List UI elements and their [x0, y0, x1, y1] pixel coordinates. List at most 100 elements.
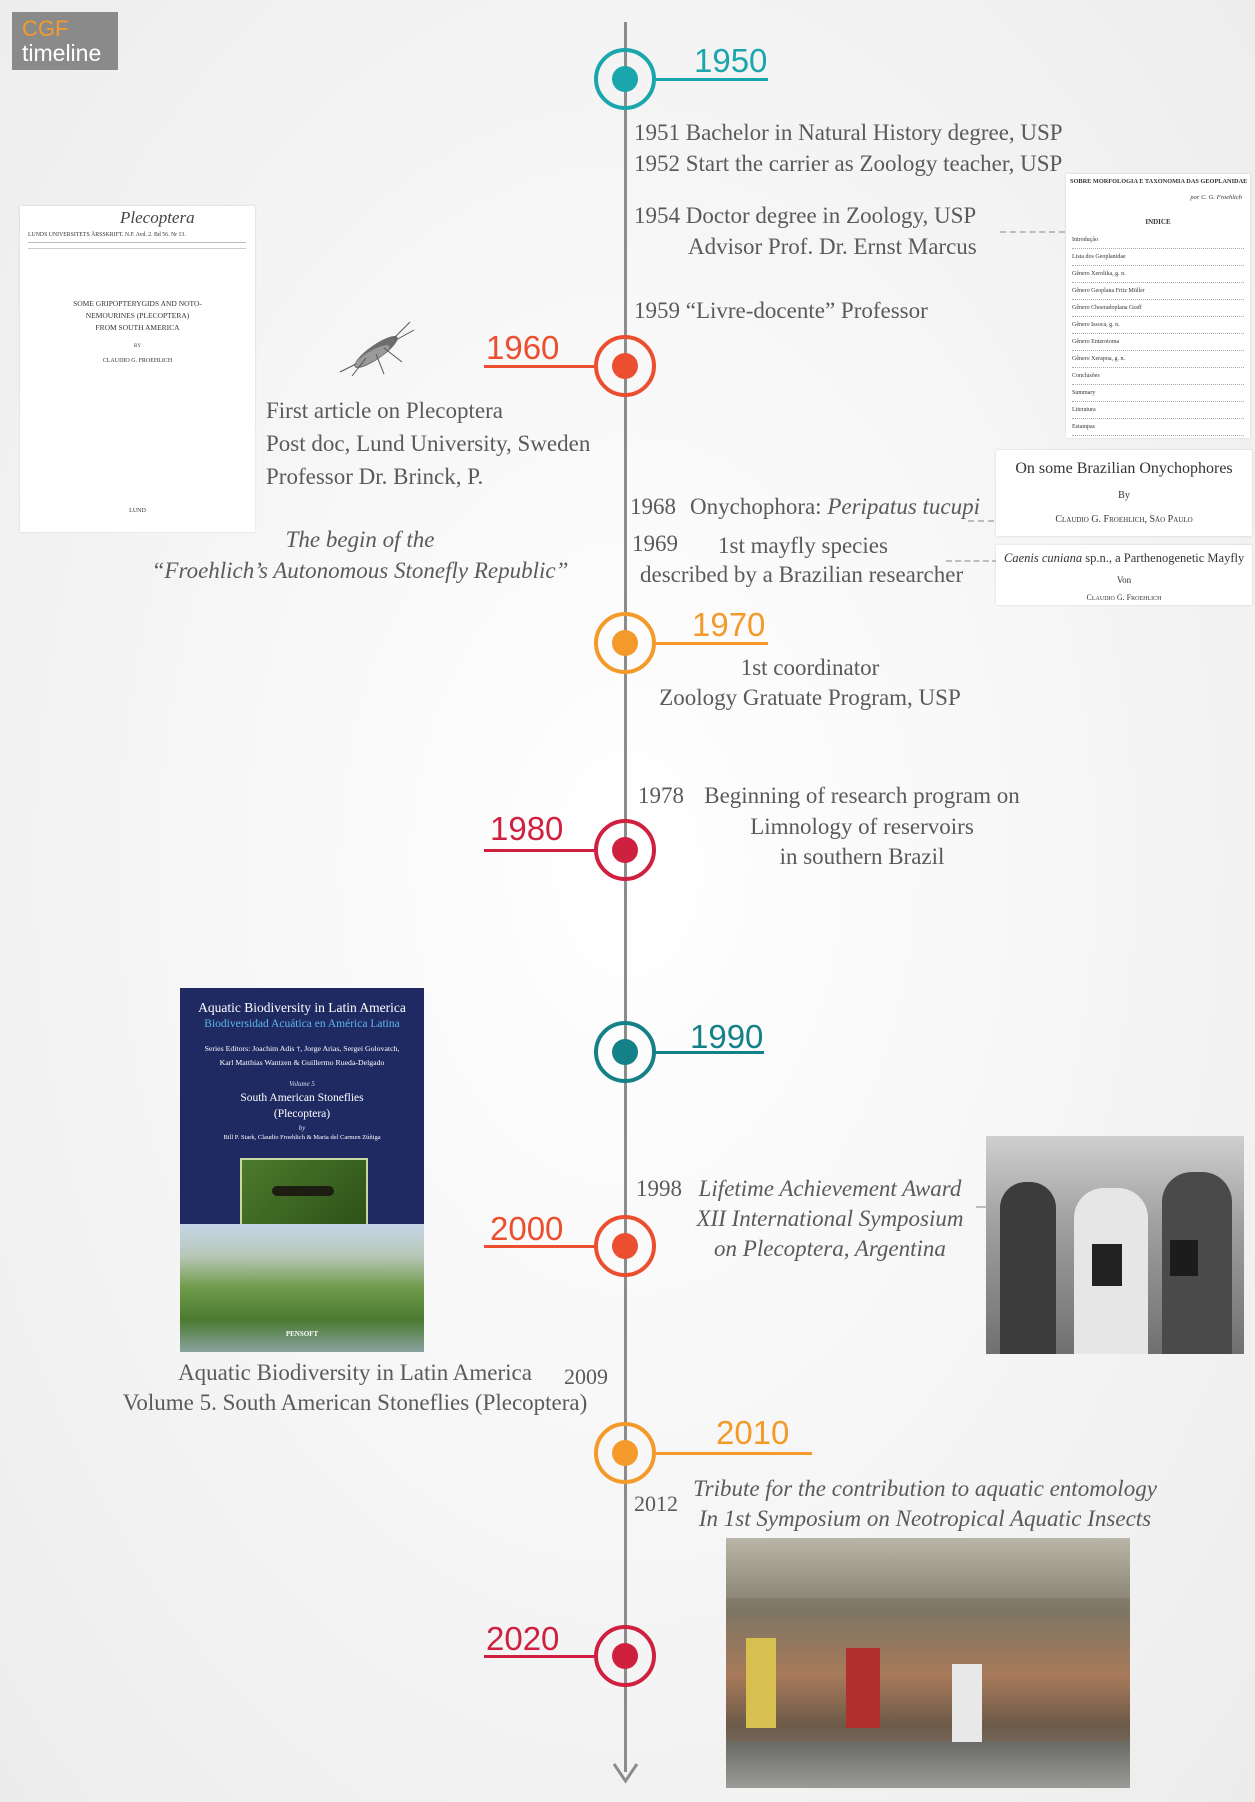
- decade-dot-1990: [612, 1039, 638, 1065]
- doc-lund-footer: LUND: [129, 508, 146, 514]
- republic-line-1: The begin of the: [285, 527, 435, 552]
- decade-dot-2010: [612, 1440, 638, 1466]
- event-1959: 1959 “Livre-docente” Professor: [634, 298, 928, 323]
- event-plecoptera-3: Professor Dr. Brinck, P.: [266, 464, 484, 489]
- cgf-timeline-logo: CGF timeline: [12, 12, 118, 70]
- decade-line-1950: [656, 78, 768, 81]
- decade-dot-2000: [612, 1233, 638, 1259]
- event-1978-line1: Beginning of research program on: [704, 783, 1020, 808]
- toc-line: Gênero Issoca, g. n.: [1072, 317, 1244, 334]
- decade-dot-1960: [612, 353, 638, 379]
- photo-steps: [726, 1742, 1130, 1788]
- book-caption-2: Volume 5. South American Stoneflies (Ple…: [122, 1390, 588, 1415]
- logo-line1: CGF: [22, 16, 69, 41]
- decade-label-1960: 1960: [486, 329, 560, 366]
- toc-line: Conclusões: [1072, 368, 1244, 385]
- doc-lund-by: BY: [134, 344, 141, 349]
- book-river-photo: [180, 1224, 424, 1352]
- event-1968-year: 1968: [630, 494, 676, 519]
- event-1952: 1952 Start the carrier as Zoology teache…: [634, 151, 1063, 176]
- decade-line-2000: [484, 1245, 594, 1248]
- decade-marker-1980: [594, 819, 656, 881]
- event-1998-line3: on Plecoptera, Argentina: [714, 1236, 946, 1261]
- event-1954: 1954 Doctor degree in Zoology, USP: [634, 203, 977, 228]
- decade-label-1950: 1950: [694, 42, 768, 79]
- book-title-es: Biodiversidad Acuática en América Latina: [204, 1018, 400, 1030]
- award-plaque-icon: [1170, 1240, 1198, 1276]
- doc-lund-article: Plecoptera LUNDS UNIVERSITETS ÅRSSKRIFT.…: [20, 206, 255, 532]
- doc-lund-title-3: FROM SOUTH AMERICA: [95, 323, 180, 332]
- toc-line: Estampas: [1072, 419, 1244, 436]
- doc-mayfly-von: Von: [1116, 575, 1132, 585]
- event-1998-line2: XII International Symposium: [696, 1206, 964, 1231]
- decade-label-2000: 2000: [490, 1210, 564, 1247]
- event-2009-year: 2009: [564, 1364, 608, 1389]
- decade-label-1970: 1970: [692, 606, 766, 643]
- event-2012-line2: In 1st Symposium on Neotropical Aquatic …: [698, 1506, 1152, 1531]
- decade-marker-2010: [594, 1422, 656, 1484]
- decade-dot-1970: [612, 630, 638, 656]
- book-caption-1: Aquatic Biodiversity in Latin America: [178, 1360, 532, 1385]
- timeline-arrow-icon: [612, 1763, 639, 1784]
- republic-line-2: “Froehlich’s Autonomous Stonefly Republi…: [151, 558, 569, 583]
- event-1998-line1: Lifetime Achievement Award: [698, 1176, 962, 1201]
- doc-geoplanidae-author: por C. G. Froehlich: [1190, 194, 1242, 201]
- decade-line-2010: [656, 1452, 812, 1455]
- decade-line-1960: [484, 365, 594, 368]
- book-insect-photo: [240, 1158, 368, 1226]
- doc-onycho-title: On some Brazilian Onychophores: [1015, 460, 1233, 477]
- decade-marker-1950: [594, 48, 656, 110]
- doc-onycho-author: Claudio G. Froehlich, São Paulo: [1055, 514, 1193, 525]
- event-1998-year: 1998: [636, 1176, 682, 1201]
- doc-rule: [28, 242, 246, 243]
- decade-marker-2020: [594, 1625, 656, 1687]
- event-1978-line3: in southern Brazil: [779, 844, 945, 869]
- event-1968-species: Peripatus tucupi: [827, 494, 981, 519]
- decade-label-1980: 1980: [490, 810, 564, 847]
- timeline-axis: [624, 22, 627, 1772]
- decade-dot-1950: [612, 66, 638, 92]
- person-silhouette: [1000, 1182, 1056, 1354]
- person-yellow-shirt: [746, 1638, 776, 1728]
- doc-rule: [28, 248, 246, 249]
- event-coordinator-1: 1st coordinator: [740, 655, 880, 680]
- event-plecoptera-1: First article on Plecoptera: [266, 398, 503, 423]
- connector-1968: [968, 520, 1004, 522]
- decade-dot-2020: [612, 1643, 638, 1669]
- event-plecoptera-2: Post doc, Lund University, Sweden: [266, 431, 591, 456]
- connector-1954: [1000, 231, 1065, 233]
- event-2012-line1: Tribute for the contribution to aquatic …: [693, 1476, 1157, 1501]
- event-1969-line1: 1st mayfly species: [718, 533, 888, 558]
- logo-line2: timeline: [22, 40, 102, 66]
- person-red-shirt: [846, 1648, 880, 1728]
- book-editors-2: Karl Matthias Wantzen & Guillermo Rueda-…: [219, 1058, 385, 1067]
- book-editors-1: Series Editors: Joachim Adis †, Jorge Ar…: [204, 1044, 400, 1053]
- event-1954-advisor: Advisor Prof. Dr. Ernst Marcus: [688, 234, 977, 259]
- toc-line: Lista dos Geoplanidae: [1072, 249, 1244, 266]
- stonefly-icon: [339, 321, 415, 377]
- book-cover: Aquatic Biodiversity in Latin America Bi…: [180, 988, 424, 1352]
- connector-1969: [946, 560, 998, 562]
- event-coordinator-2: Zoology Gratuate Program, USP: [659, 685, 961, 710]
- book-title-en: Aquatic Biodiversity in Latin America: [198, 1000, 406, 1015]
- award-plaque-icon: [1092, 1244, 1122, 1286]
- decade-line-1980: [484, 849, 594, 852]
- decade-marker-1990: [594, 1021, 656, 1083]
- doc-handwriting: Plecoptera: [120, 208, 195, 227]
- doc-geoplanidae: SOBRE MORFOLOGIA E TAXONOMIA DAS GEOPLAN…: [1066, 174, 1250, 438]
- book-authors: Bill P. Stark, Claudio Froehlich & Maria…: [223, 1134, 381, 1141]
- decade-line-1970: [656, 642, 768, 645]
- book-subject-2: (Plecoptera): [273, 1108, 331, 1120]
- doc-mayfly-rest: sp.n., a Parthenogenetic Mayfly: [1082, 551, 1245, 565]
- event-1969-year: 1969: [632, 531, 678, 556]
- award-photo: [986, 1136, 1244, 1354]
- toc-line: Introdução: [1072, 232, 1244, 249]
- book-insect-icon: [272, 1186, 334, 1196]
- doc-onycho-by: By: [1118, 490, 1130, 501]
- event-1968: Onychophora: Peripatus tucupi: [690, 492, 980, 522]
- toc-line: Gênero Geoplana Fritz Müller: [1072, 283, 1244, 300]
- doc-lund-title-2: NEMOURINES (PLECOPTERA): [85, 311, 190, 320]
- decade-marker-1970: [594, 612, 656, 674]
- event-2012-year: 2012: [634, 1491, 678, 1516]
- decade-label-1990: 1990: [690, 1018, 764, 1055]
